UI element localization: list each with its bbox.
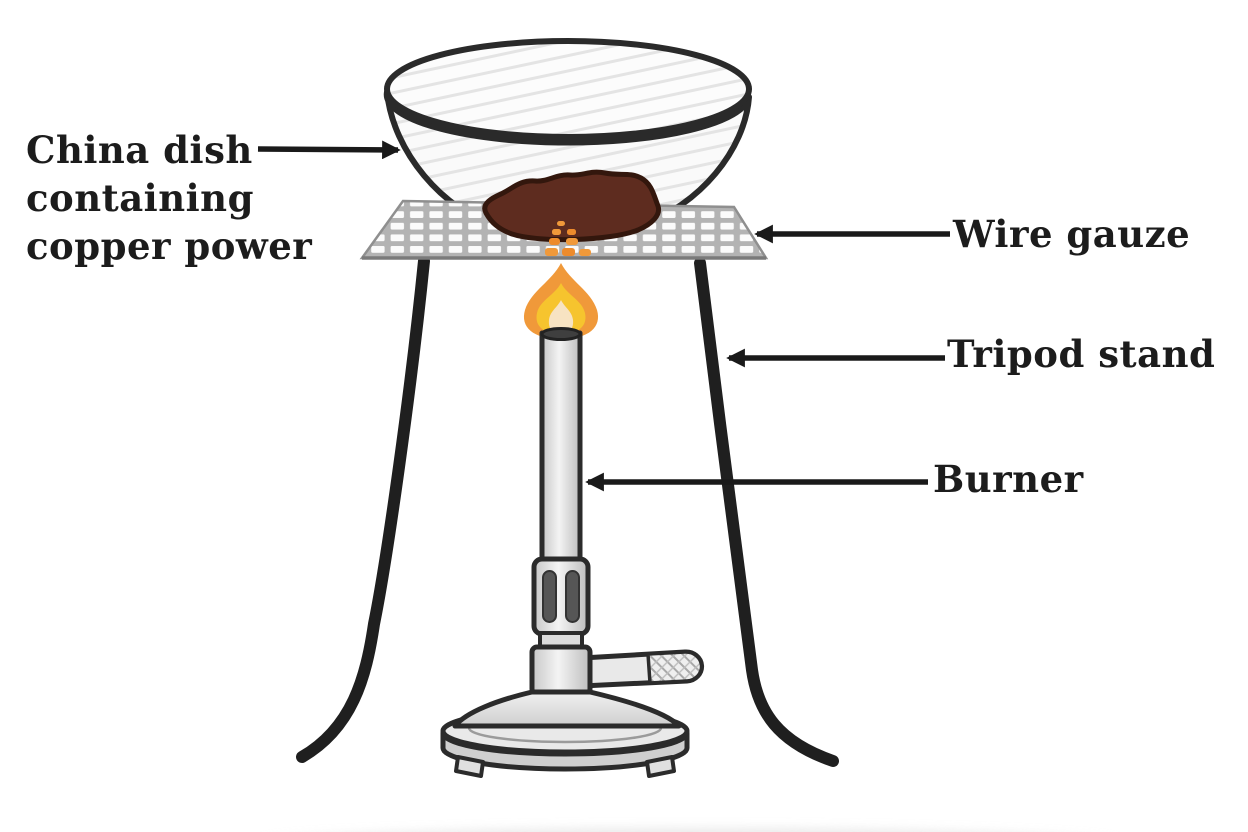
tripod-left-leg — [296, 255, 430, 763]
tripod-right-leg — [694, 257, 839, 767]
china-dish-arrow — [257, 140, 401, 160]
label-wire-gauze: Wire gauze — [953, 212, 1191, 256]
label-burner: Burner — [933, 457, 1084, 501]
gas-inlet-nozzle — [646, 650, 704, 685]
burner-barrel — [539, 330, 583, 564]
burner-collar — [529, 644, 593, 697]
burner-air-slot-right — [565, 570, 580, 623]
label-china-dish-line1: China dish — [26, 128, 253, 172]
leader-arrows — [257, 140, 950, 492]
burner — [440, 327, 705, 778]
floor-shadow — [405, 828, 975, 832]
label-china-dish-line2: containing — [26, 176, 254, 220]
label-china-dish-line3: copper power — [26, 224, 313, 268]
china-dish — [383, 38, 752, 238]
flame — [523, 263, 599, 339]
dish-rim-outline — [384, 38, 752, 140]
flame-flecks — [545, 221, 591, 256]
burner-foot-right — [645, 755, 676, 778]
label-tripod-stand: Tripod stand — [947, 332, 1216, 376]
tripod-stand — [296, 255, 839, 767]
flame-core — [548, 300, 574, 334]
burner-mouth — [540, 327, 582, 341]
label-china-dish: China dish containing copper power — [26, 126, 312, 270]
burner-base-dome — [452, 689, 682, 729]
burner-air-slot-left — [542, 570, 557, 623]
burner-foot-left — [454, 755, 485, 778]
